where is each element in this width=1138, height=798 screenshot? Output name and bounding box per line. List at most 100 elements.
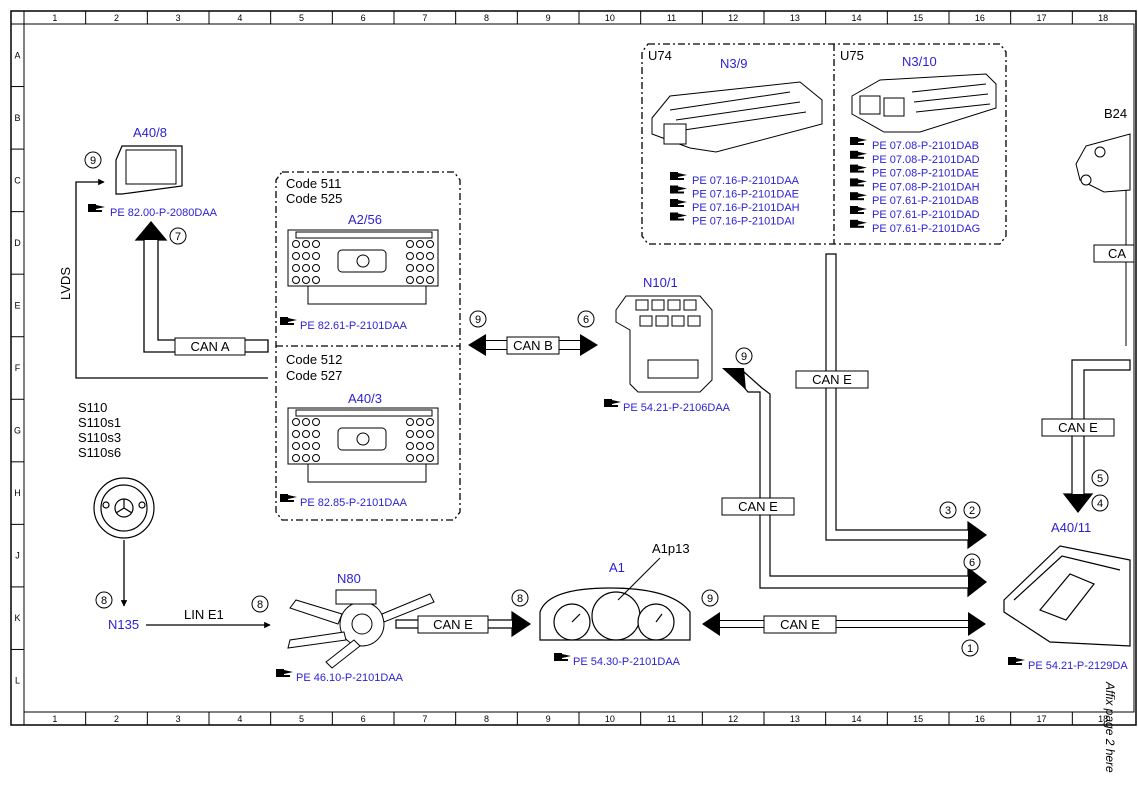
ca-partial-label: CA	[1108, 246, 1126, 261]
callout-8: 8	[251, 595, 269, 613]
grid-col-label: 1	[52, 714, 57, 724]
n80-steering-column-module	[287, 589, 435, 669]
pointer-hand-icon	[850, 164, 867, 173]
can-e-a1-line: CAN E	[702, 612, 986, 636]
s110-label-4: S110s6	[78, 445, 121, 460]
grid-col-label: 14	[851, 13, 861, 23]
ecu-ref-text: PE 07.16-P-2101DAE	[692, 189, 799, 201]
grid-col-label: 9	[546, 714, 551, 724]
grid-row-label: K	[14, 613, 20, 623]
a1-label: A1	[609, 560, 625, 575]
a40-8-label: A40/8	[133, 125, 167, 140]
pointer-hand-icon	[670, 212, 687, 221]
s110-label-2: S110s1	[78, 415, 121, 430]
pointer-hand-icon	[850, 192, 867, 201]
callout-8: 8	[95, 591, 113, 609]
ecu-ref-text: PE 07.08-P-2101DAE	[872, 168, 979, 180]
callout-9: 9	[469, 310, 487, 328]
callout-9: 9	[84, 151, 102, 169]
svg-text:5: 5	[1097, 473, 1103, 485]
grid-col-label: 8	[484, 714, 489, 724]
ecu-ref-text: PE 07.16-P-2101DAA	[692, 175, 800, 187]
grid-col-label: 5	[299, 714, 304, 724]
s110-label-1: S110	[78, 400, 107, 415]
grid-col-label: 18	[1098, 13, 1108, 23]
grid-row-label: H	[14, 488, 21, 498]
lin-e1-label: LIN E1	[184, 607, 224, 622]
can-e-ecu-line: CAN E	[795, 253, 988, 550]
n135-label: N135	[108, 617, 139, 632]
u75-label: U75	[840, 48, 864, 63]
n10-1-module	[615, 295, 713, 393]
svg-text:6: 6	[969, 557, 975, 569]
audio-units-group	[275, 171, 461, 521]
s110-label-3: S110s3	[78, 430, 121, 445]
callout-5: 5	[1091, 469, 1109, 487]
a2-56-label: A2/56	[348, 212, 382, 227]
grid-ticks	[11, 11, 1073, 725]
can-e-label-a1: CAN E	[780, 617, 820, 632]
grid-row-label: C	[14, 175, 21, 185]
grid-col-label: 14	[851, 714, 861, 724]
pointer-hand-icon	[276, 669, 293, 677]
a40-3-ref: PE 82.85-P-2101DAA	[300, 497, 408, 509]
grid-row-label: J	[15, 551, 20, 561]
n80-ref: PE 46.10-P-2101DAA	[296, 672, 404, 684]
can-e-label-ecu: CAN E	[812, 372, 852, 387]
n10-1-ref: PE 54.21-P-2106DAA	[623, 402, 731, 414]
grid-col-label: 9	[546, 13, 551, 23]
reference-pointer-icons	[88, 137, 1025, 677]
ecu-ref-text: PE 07.08-P-2101DAH	[872, 181, 980, 193]
a2-56-code-1: Code 511	[286, 176, 341, 191]
grid-col-label: 4	[237, 714, 242, 724]
ecu-ref-text: PE 07.61-P-2101DAG	[872, 223, 980, 235]
pointer-hand-icon	[670, 172, 687, 180]
can-e-n80-line: CAN E	[395, 610, 532, 638]
svg-text:4: 4	[1097, 498, 1103, 510]
callout-9: 9	[735, 347, 753, 365]
can-e-label-right: CAN E	[1058, 420, 1098, 435]
n80-label: N80	[337, 571, 361, 586]
pointer-hand-icon	[850, 219, 867, 228]
engine-ecu-group	[641, 43, 1007, 245]
grid-col-label: 8	[484, 13, 489, 23]
a40-3-head-unit	[287, 407, 439, 483]
grid-col-label: 16	[975, 13, 985, 23]
callout-9: 9	[701, 589, 719, 607]
grid-col-label: 2	[114, 13, 119, 23]
pointer-hand-icon	[670, 199, 687, 207]
callout-1: 1	[961, 639, 979, 657]
n3-10-ecu	[851, 73, 997, 133]
b24-sensor	[1075, 133, 1131, 193]
svg-text:8: 8	[517, 593, 523, 605]
grid-col-label: 12	[728, 13, 738, 23]
a1-ref: PE 54.30-P-2101DAA	[573, 656, 681, 668]
a40-11-module	[1003, 545, 1131, 647]
grid-labels: 1122334455667788991010111112121313141415…	[14, 13, 1108, 724]
grid-col-label: 3	[176, 13, 181, 23]
can-e-label-n80: CAN E	[433, 617, 473, 632]
a40-3-label: A40/3	[348, 391, 382, 406]
grid-col-label: 12	[728, 714, 738, 724]
pointer-hand-icon	[280, 494, 297, 502]
grid-row-label: A	[14, 50, 20, 60]
svg-text:9: 9	[741, 351, 747, 363]
pointer-hand-icon	[850, 206, 867, 214]
b24-label: B24	[1104, 106, 1127, 121]
callout-4: 4	[1091, 494, 1109, 512]
callout-6: 6	[963, 553, 981, 571]
lvds-connection	[75, 178, 268, 379]
a40-8-ref: PE 82.00-P-2080DAA	[110, 207, 218, 219]
s110-steering-wheel	[93, 477, 155, 539]
grid-col-label: 5	[299, 13, 304, 23]
svg-text:9: 9	[707, 593, 713, 605]
ecu-ref-text: PE 07.08-P-2101DAD	[872, 154, 980, 166]
a1p13-label: A1p13	[652, 541, 690, 556]
a1-instrument-cluster	[539, 587, 691, 641]
ecu-ref-text: PE 07.61-P-2101DAB	[872, 195, 979, 207]
svg-text:1: 1	[967, 643, 973, 655]
grid-col-label: 13	[790, 714, 800, 724]
svg-text:9: 9	[90, 155, 96, 167]
